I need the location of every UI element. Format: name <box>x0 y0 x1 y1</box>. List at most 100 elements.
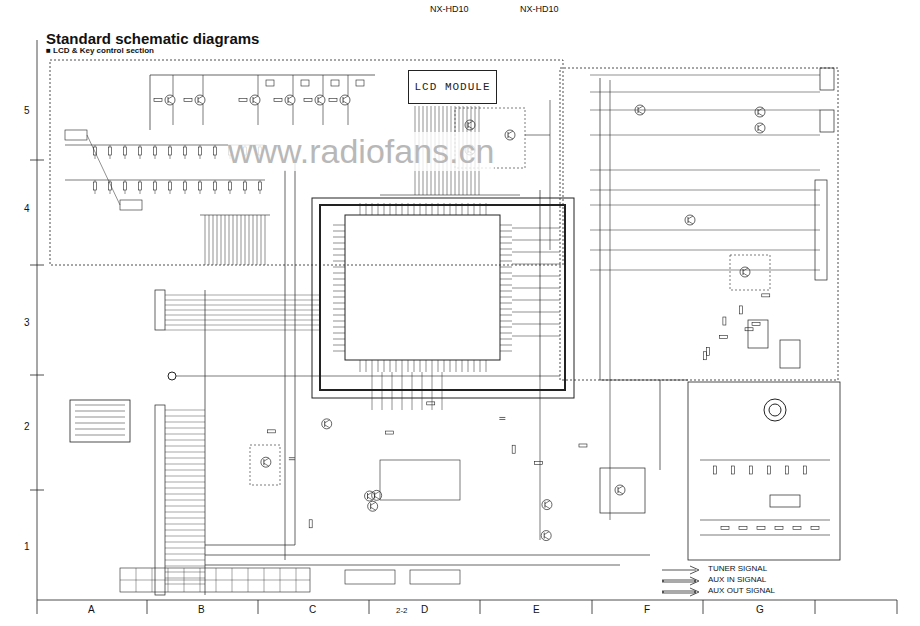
wire <box>500 291 512 292</box>
wire <box>140 190 141 194</box>
wire <box>590 205 820 206</box>
resistor-symbol <box>750 466 753 474</box>
table-outline <box>120 568 310 592</box>
wire <box>325 425 330 428</box>
wire <box>610 80 611 520</box>
resistor-symbol <box>154 182 157 190</box>
wire <box>147 600 148 614</box>
resistor-symbol <box>214 147 217 155</box>
wire <box>30 265 44 266</box>
connector-symbol <box>820 68 834 90</box>
wire <box>95 190 96 194</box>
legend-arrowhead <box>690 566 699 574</box>
wire <box>165 300 320 301</box>
wire <box>462 203 463 215</box>
wire <box>215 180 216 182</box>
wire <box>402 360 403 372</box>
wire <box>348 104 349 125</box>
wire <box>165 572 205 573</box>
wire <box>165 458 205 459</box>
wire <box>500 255 512 256</box>
wire <box>248 568 249 592</box>
wire <box>140 145 141 147</box>
ic-symbol <box>345 215 500 360</box>
transistor-symbol <box>285 95 295 105</box>
resistor-symbol <box>199 147 202 155</box>
wire <box>700 460 830 461</box>
wire <box>333 315 345 316</box>
wire <box>414 360 415 372</box>
wire <box>618 486 623 489</box>
wire <box>333 339 345 340</box>
wire <box>95 145 96 147</box>
wire <box>333 255 345 256</box>
wire <box>184 568 185 592</box>
wire <box>110 190 111 194</box>
wire <box>165 330 320 331</box>
wire <box>245 215 246 265</box>
resistor-symbol <box>757 527 765 530</box>
wire <box>500 279 512 280</box>
resistor-symbol <box>385 431 393 434</box>
wire <box>758 109 759 115</box>
legend-line <box>664 581 694 582</box>
wire <box>257 215 258 265</box>
transistor-symbol <box>685 215 695 225</box>
wire <box>165 536 205 537</box>
wire <box>444 203 445 215</box>
wire <box>170 155 171 159</box>
legend-line <box>662 591 696 594</box>
transistor-symbol <box>505 130 515 140</box>
resistor-symbol <box>139 182 142 190</box>
wire <box>264 568 265 592</box>
wire <box>165 416 205 417</box>
region-outline <box>250 445 280 485</box>
wire <box>480 600 481 614</box>
wire <box>75 411 125 412</box>
wire <box>37 600 897 601</box>
wire <box>30 490 44 491</box>
wire <box>544 502 545 508</box>
grid-reference: F <box>644 604 650 616</box>
module-label: LCD MODULE <box>414 81 490 93</box>
resistor-symbol <box>184 147 187 155</box>
wire <box>371 502 376 505</box>
wire <box>512 276 560 277</box>
wire <box>165 476 205 477</box>
wire <box>700 520 830 521</box>
legend-text: TUNER SIGNAL <box>708 564 767 573</box>
wire <box>375 496 380 499</box>
wire <box>508 136 513 139</box>
resistor-symbol <box>745 328 753 331</box>
wire <box>200 568 201 592</box>
wire <box>165 554 205 555</box>
resistor-symbol <box>124 147 127 155</box>
wire <box>293 75 294 96</box>
wire <box>260 190 261 194</box>
wire <box>136 568 137 592</box>
transistor-symbol <box>635 105 645 115</box>
wire <box>590 230 820 231</box>
wire <box>420 360 421 372</box>
wire <box>366 203 367 215</box>
wire <box>245 190 246 194</box>
wire <box>343 96 348 99</box>
wire <box>333 333 345 334</box>
grid-reference: 2 <box>24 421 30 433</box>
wire <box>230 180 231 182</box>
wire <box>499 417 505 418</box>
wire <box>372 203 373 215</box>
resistor-symbol <box>714 466 717 474</box>
resistor-symbol <box>304 99 312 102</box>
wire <box>155 145 156 147</box>
wire <box>638 107 639 113</box>
ic-symbol <box>600 468 645 513</box>
wire <box>408 203 409 215</box>
wire <box>253 96 258 99</box>
grid-reference: 1 <box>24 541 30 553</box>
wire <box>87 135 120 205</box>
transistor-symbol <box>755 107 765 117</box>
wire <box>414 203 415 215</box>
wire <box>165 315 320 316</box>
transistor-symbol <box>315 95 325 105</box>
